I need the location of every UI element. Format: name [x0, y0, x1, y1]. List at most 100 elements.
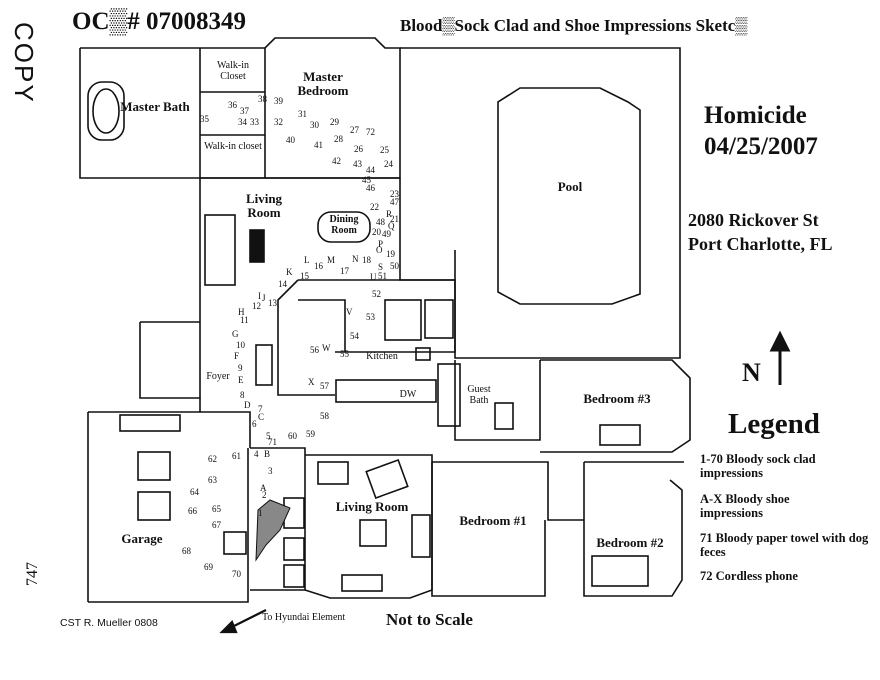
room-bedroom-3: Bedroom #3 — [583, 391, 651, 406]
evidence-marker-55: 55 — [340, 349, 349, 359]
evidence-marker-48: 48 — [376, 217, 385, 227]
room-bedroom-2: Bedroom #2 — [596, 535, 664, 550]
evidence-marker-M: M — [327, 255, 336, 265]
evidence-marker-C: C — [258, 412, 265, 422]
evidence-marker-56: 56 — [310, 345, 319, 355]
victim-outline — [255, 499, 291, 562]
evidence-marker-72: 72 — [366, 127, 375, 137]
evidence-marker-19: 19 — [386, 249, 395, 259]
evidence-marker-P: P — [378, 239, 384, 249]
evidence-marker-44: 44 — [366, 165, 375, 175]
evidence-marker-46: 46 — [366, 183, 375, 193]
evidence-marker-6: 6 — [252, 419, 257, 429]
evidence-marker-32: 32 — [274, 117, 283, 127]
page-mark: 747 — [24, 562, 41, 586]
room-bedroom-1: Bedroom #1 — [459, 513, 527, 528]
dishwasher-label: DW — [399, 389, 417, 400]
evidence-marker-L: L — [304, 255, 310, 265]
evidence-marker-1: 1 — [258, 508, 263, 518]
evidence-marker-70: 70 — [232, 569, 241, 579]
evidence-marker-3: 3 — [268, 466, 273, 476]
evidence-marker-N: N — [352, 254, 359, 264]
evidence-marker-O: O — [376, 245, 383, 255]
case-date: 04/25/2007 — [704, 133, 818, 160]
evidence-marker-36: 36 — [228, 100, 237, 110]
room-living-room-south: Living Room — [335, 499, 409, 514]
north-label: N — [742, 358, 761, 387]
evidence-marker-68: 68 — [182, 546, 191, 556]
evidence-marker-35: 35 — [200, 114, 209, 124]
evidence-marker-20: 20 — [372, 227, 381, 237]
evidence-marker-66: 66 — [188, 506, 197, 516]
evidence-marker-57: 57 — [320, 381, 329, 391]
evidence-marker-24: 24 — [384, 159, 393, 169]
case-type: Homicide — [704, 102, 807, 129]
sketch-title: Blood▒Sock Clad and Shoe Impressions Ske… — [400, 16, 748, 35]
address-line-1: 2080 Rickover St — [688, 210, 819, 230]
evidence-marker-67: 67 — [212, 520, 221, 530]
evidence-marker-50: 50 — [390, 261, 399, 271]
evidence-marker-F: F — [234, 351, 240, 361]
room-master-bath: Master Bath — [120, 99, 190, 114]
evidence-marker-R: R — [386, 209, 393, 219]
evidence-marker-21: 21 — [390, 214, 399, 224]
room-living-room-north: Living Room — [245, 191, 283, 220]
evidence-marker-37: 37 — [240, 106, 249, 116]
evidence-marker-22: 22 — [370, 202, 379, 212]
exit-arrow — [219, 609, 267, 634]
evidence-marker-23: 23 — [390, 189, 399, 199]
evidence-marker-43: 43 — [353, 159, 362, 169]
room-walk-in-closet-2: Walk-in closet — [204, 141, 262, 152]
room-pool: Pool — [557, 179, 583, 194]
pool-basin — [497, 87, 641, 305]
evidence-marker-X: X — [308, 377, 315, 387]
not-to-scale-note: Not to Scale — [386, 610, 473, 629]
evidence-marker-G: G — [232, 329, 239, 339]
evidence-marker-15: 15 — [300, 271, 309, 281]
evidence-marker-28: 28 — [334, 134, 343, 144]
investigator-label: CST R. Mueller 0808 — [60, 617, 158, 629]
legend-item-sock-impressions: 1-70 Bloody sock clad impressions — [700, 452, 816, 480]
evidence-marker-18: 18 — [362, 255, 371, 265]
north-arrow — [769, 330, 791, 385]
evidence-marker-14: 14 — [278, 279, 287, 289]
room-master-bedroom: Master Bedroom — [297, 69, 349, 98]
evidence-marker-69: 69 — [204, 562, 213, 572]
evidence-marker-7: 7 — [258, 404, 263, 414]
evidence-marker-E: E — [238, 375, 244, 385]
evidence-marker-5: 5 — [266, 431, 271, 441]
evidence-marker-K: K — [286, 267, 293, 277]
evidence-marker-W: W — [322, 343, 331, 353]
room-foyer: Foyer — [206, 371, 230, 382]
evidence-marker-31: 31 — [298, 109, 307, 119]
evidence-marker-A: A — [260, 483, 267, 493]
evidence-marker-59: 59 — [306, 429, 315, 439]
evidence-marker-53: 53 — [366, 312, 375, 322]
evidence-marker-13: 13 — [268, 298, 277, 308]
evidence-marker-25: 25 — [380, 145, 389, 155]
evidence-marker-12: 12 — [252, 301, 261, 311]
room-guest-bath: Guest Bath — [467, 384, 491, 406]
evidence-marker-61: 61 — [232, 451, 241, 461]
evidence-marker-D: D — [244, 400, 251, 410]
legend-item-paper-towel: 71 Bloody paper towel with dog feces — [700, 531, 869, 559]
address-line-2: Port Charlotte, FL — [688, 234, 833, 254]
evidence-marker-65: 65 — [212, 504, 221, 514]
evidence-marker-B: B — [264, 449, 271, 459]
evidence-marker-U: U — [370, 272, 377, 282]
evidence-marker-52: 52 — [372, 289, 381, 299]
evidence-marker-49: 49 — [382, 229, 391, 239]
evidence-marker-S: S — [378, 262, 384, 272]
tv — [249, 229, 265, 263]
legend-title: Legend — [728, 408, 820, 440]
evidence-marker-47: 47 — [390, 197, 399, 207]
evidence-marker-54: 54 — [350, 331, 359, 341]
evidence-marker-33: 33 — [250, 117, 259, 127]
tub — [87, 81, 125, 141]
evidence-marker-60: 60 — [288, 431, 297, 441]
room-walk-in-closet-1: Walk-in Closet — [217, 60, 249, 82]
room-dining: Dining Room — [329, 214, 359, 236]
evidence-marker-26: 26 — [354, 144, 363, 154]
evidence-marker-45: 45 — [362, 175, 371, 185]
